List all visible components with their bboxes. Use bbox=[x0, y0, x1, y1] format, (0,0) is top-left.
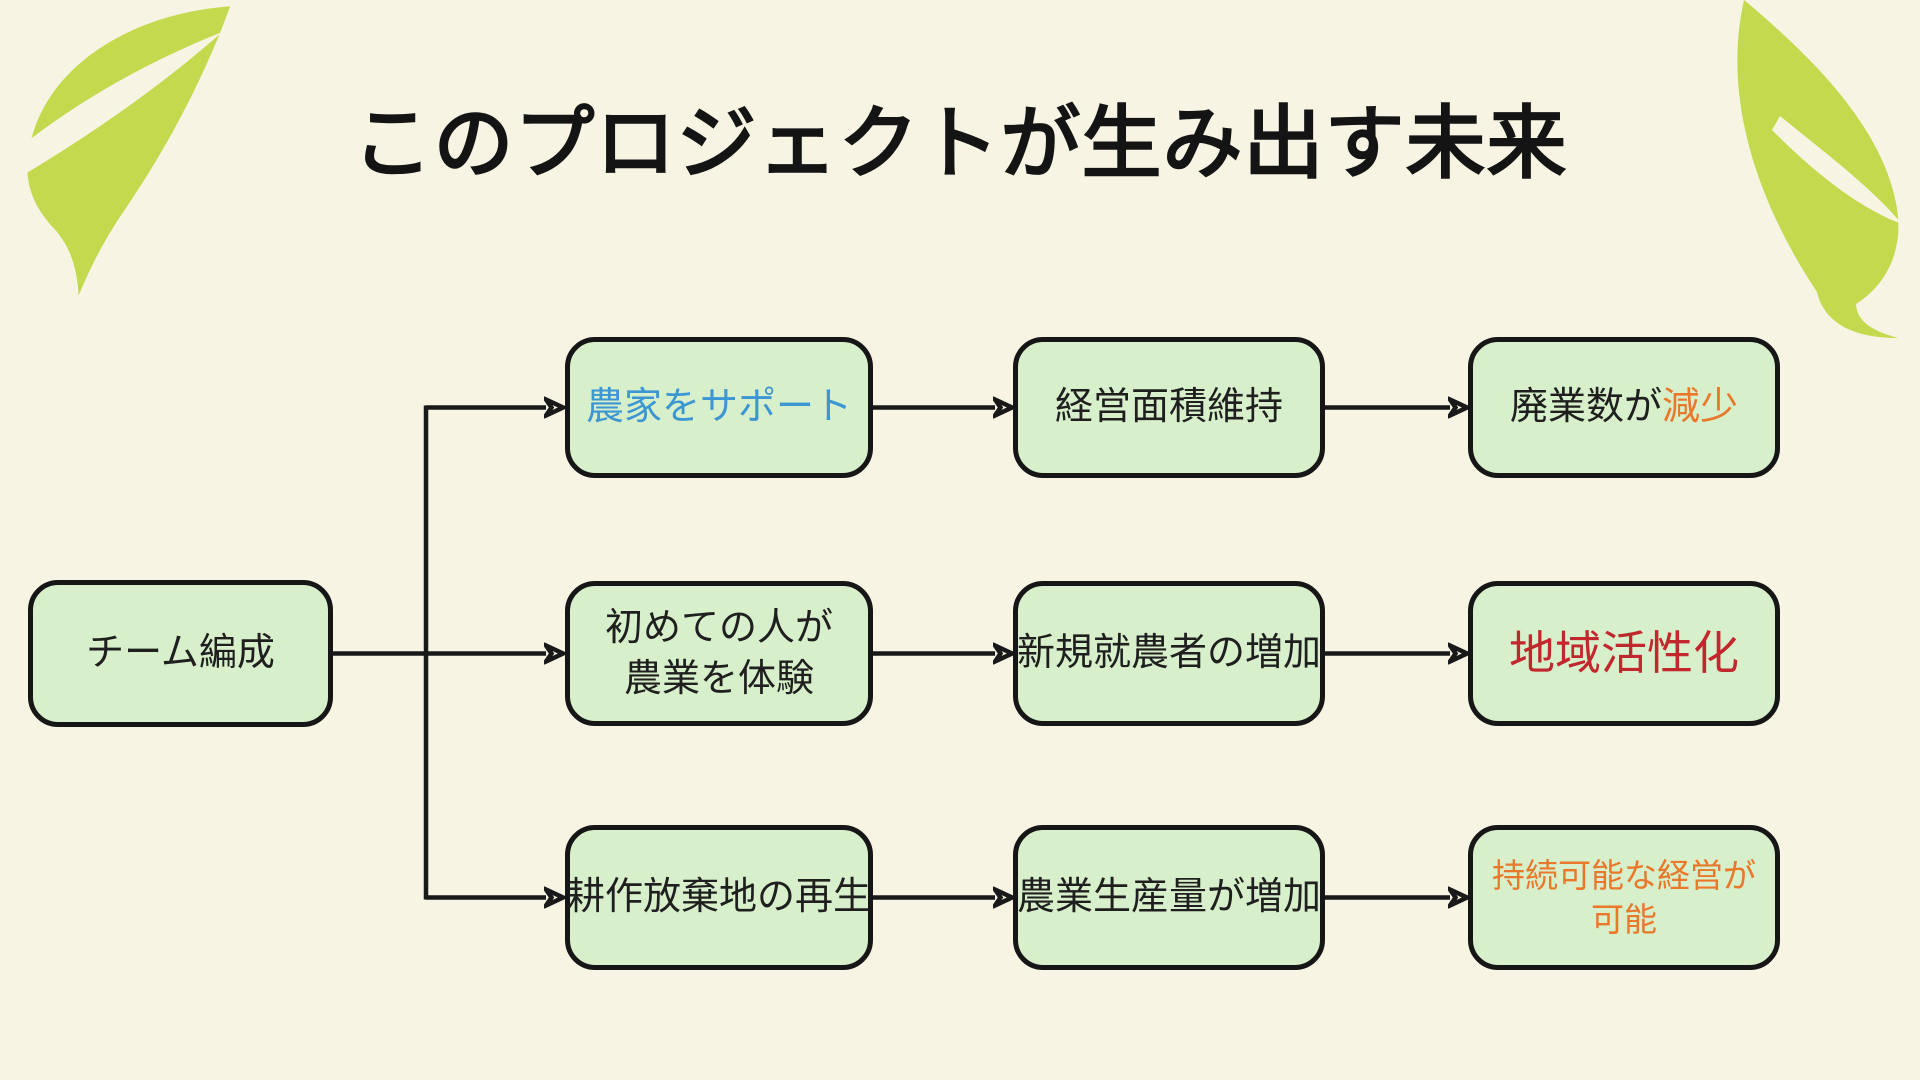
flow-box-maintain-area-label: 経営面積維持 bbox=[1054, 386, 1283, 429]
flow-box-new-farmers-increase-label: 新規就農者の増加 bbox=[1017, 632, 1322, 675]
flow-box-production-increase-label: 農業生産量が増加 bbox=[1017, 876, 1322, 919]
flow-box-abandoned-land-label: 耕作放棄地の再生 bbox=[567, 876, 872, 919]
flow-box-sustainable-management-line1: 持続可能な経営が bbox=[1492, 856, 1756, 894]
flow-box-sustainable-management-line2: 可能 bbox=[1591, 900, 1657, 938]
flow-box-regional-revitalization: 地域活性化 bbox=[1468, 581, 1780, 726]
leaf-icon bbox=[11, 6, 231, 296]
flow-box-sustainable-management: 持続可能な経営が 可能 bbox=[1468, 825, 1780, 970]
flow-box-production-increase: 農業生産量が増加 bbox=[1013, 825, 1325, 970]
flow-box-closures-decline: 廃業数が減少 bbox=[1468, 337, 1780, 478]
flow-box-team: チーム編成 bbox=[28, 580, 333, 727]
closures-text: 廃業数が bbox=[1509, 386, 1662, 429]
flow-box-support-farmers-label: 農家をサポート bbox=[585, 386, 852, 429]
flow-box-regional-revitalization-label: 地域活性化 bbox=[1509, 627, 1739, 680]
closures-highlight: 減少 bbox=[1662, 386, 1739, 429]
flow-box-first-timers-line2: 農業を体験 bbox=[623, 657, 814, 700]
page-title: このプロジェクトが生み出す未来 bbox=[352, 99, 1568, 188]
leaf-icon bbox=[1737, 0, 1902, 338]
flow-box-first-timers: 初めての人が 農業を体験 bbox=[565, 581, 873, 726]
leaf-blade bbox=[27, 6, 231, 296]
flow-box-maintain-area: 経営面積維持 bbox=[1013, 337, 1325, 478]
leaf-slit bbox=[1772, 116, 1902, 224]
leaf-slit bbox=[11, 32, 223, 174]
flow-box-team-label: チーム編成 bbox=[86, 632, 275, 675]
flow-box-support-farmers: 農家をサポート bbox=[565, 337, 873, 478]
flow-box-new-farmers-increase: 新規就農者の増加 bbox=[1013, 581, 1325, 726]
flow-box-first-timers-line1: 初めての人が bbox=[604, 607, 833, 650]
flow-box-closures-decline-label: 廃業数が減少 bbox=[1510, 382, 1738, 432]
flow-box-abandoned-land: 耕作放棄地の再生 bbox=[565, 825, 873, 970]
